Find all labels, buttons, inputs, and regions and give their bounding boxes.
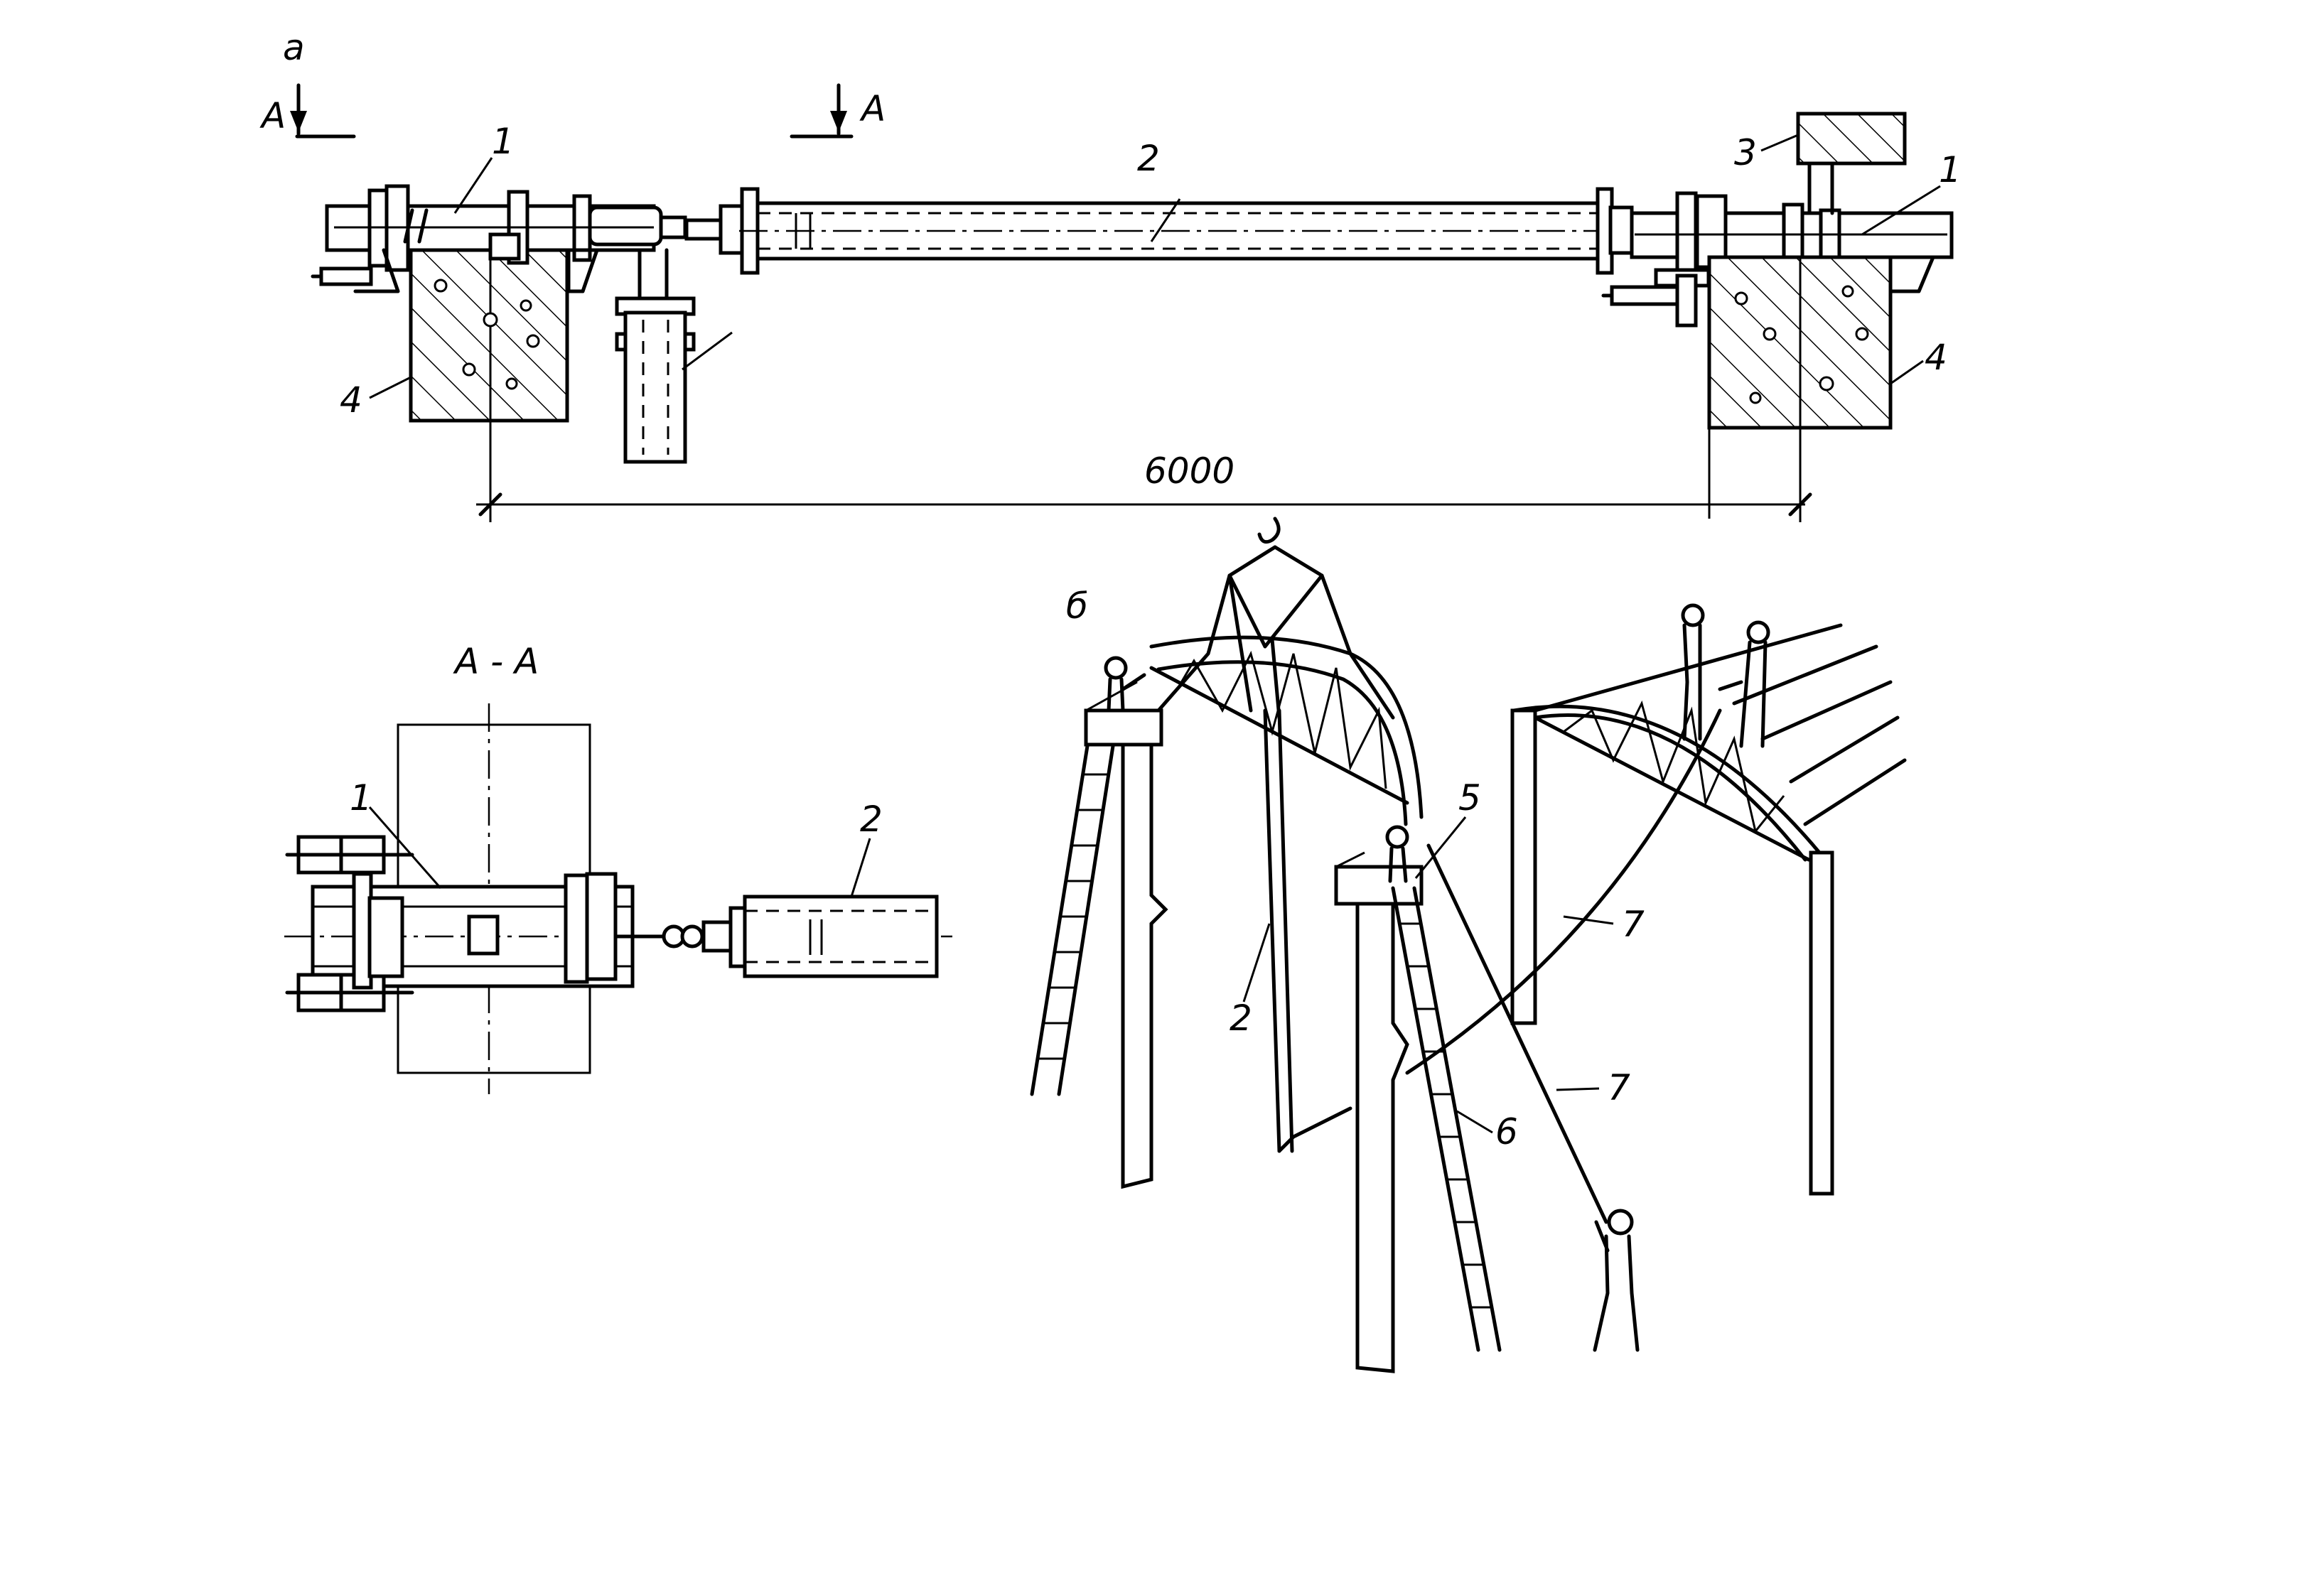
- label-3: 3: [1734, 132, 1757, 173]
- label-5: 5: [1458, 777, 1481, 818]
- svg-text:А: А: [859, 88, 886, 129]
- truss-left: [1149, 635, 1424, 826]
- left-column-with-platform: [1030, 656, 1168, 1189]
- label-2-top: 2: [1137, 138, 1160, 179]
- hanging-device: [615, 248, 733, 464]
- section-mark-right: А: [790, 83, 886, 139]
- left-clamp-device: [311, 184, 687, 293]
- label-2-section: 2: [860, 799, 883, 840]
- label-4-right: 4: [1925, 337, 1947, 378]
- section-title: А - А: [453, 641, 539, 682]
- section-clamp: [284, 835, 952, 1012]
- view-a-elevation: а А А: [259, 27, 1962, 522]
- left-column-aggregate: [434, 279, 540, 390]
- label-2-perspective: 2: [1230, 998, 1252, 1039]
- center-column-with-platform: [1334, 825, 1502, 1373]
- perspective-strut: [1263, 708, 1352, 1153]
- label-4-left: 4: [340, 379, 362, 421]
- section-strut-tube: [743, 895, 939, 978]
- label-1-section: 1: [350, 777, 372, 818]
- label-1-left: 1: [492, 121, 515, 162]
- view-b-label: б: [1066, 585, 1088, 627]
- label-6: 6: [1495, 1111, 1518, 1152]
- view-a-label: а: [283, 27, 305, 68]
- label-1-right: 1: [1939, 149, 1962, 190]
- view-b-perspective: б: [1030, 517, 1907, 1373]
- label-7-lower: 7: [1608, 1067, 1630, 1108]
- svg-text:А: А: [259, 95, 286, 136]
- guy-ropes: [1405, 708, 1722, 1224]
- section-mark-left: А: [259, 83, 356, 139]
- label-7-upper: 7: [1622, 904, 1645, 945]
- truss-right: [1510, 603, 1907, 1196]
- brace-block: [1796, 112, 1907, 166]
- dimension-6000: 6000: [476, 421, 1812, 522]
- section-a-a: А - А: [284, 641, 952, 1094]
- right-clamp-device: [1601, 191, 1954, 328]
- dimension-text: 6000: [1144, 450, 1234, 492]
- ground-worker: [1593, 1209, 1640, 1352]
- strut-tube: [684, 187, 1634, 275]
- left-concrete-column: [409, 248, 569, 423]
- right-column-aggregate: [1734, 285, 1869, 404]
- roof-purlins: [1533, 623, 1907, 826]
